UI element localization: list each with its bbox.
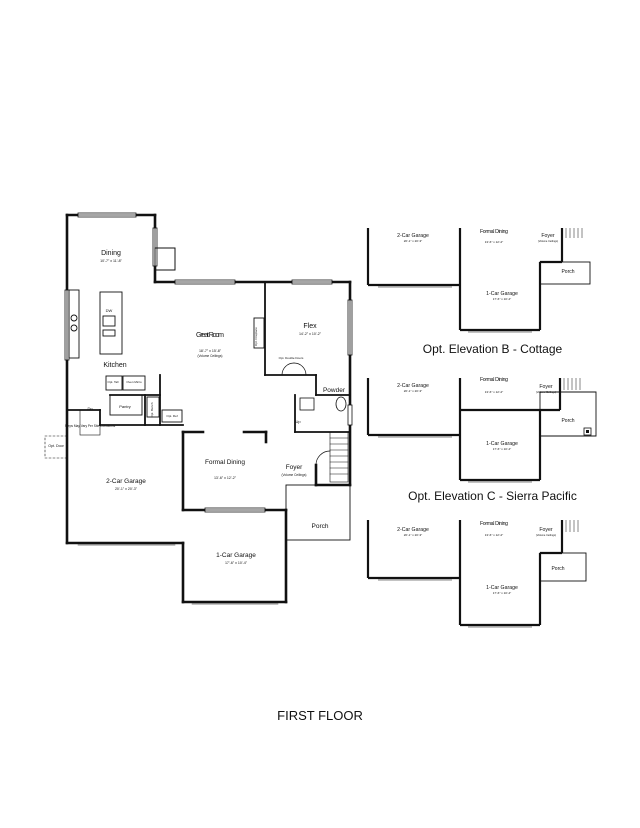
elev-b-note-foyer: (Volume Ceilings): [538, 239, 558, 243]
main-floor-plan: [44, 212, 353, 605]
kitchen-fixtures: [68, 289, 183, 423]
dn-label: Dn: [87, 406, 92, 411]
elev-d-label-foyer: Foyer: [539, 527, 553, 533]
room-label-flex: Flex: [303, 323, 317, 330]
room-label-formal-dining: Formal Dining: [205, 459, 245, 466]
room-dim-2-car-garage: 20'-1" x 20'-3": [115, 487, 138, 491]
opt-bench-label: Opt. Bench: [150, 402, 154, 417]
exterior-walls: [65, 213, 352, 604]
elev-c-dim-formal-dining: 13'-6" x 12'-2": [485, 390, 503, 394]
room-dim-formal-dining: 13'-6" x 12'-2": [214, 476, 237, 480]
elev-d-label-porch: Porch: [551, 566, 564, 572]
oven-micro-label: Oven Micro: [126, 380, 142, 384]
elev-b-label-1-car-garage: 1-Car Garage: [486, 291, 518, 297]
elev-b-dim-2-car-garage: 20'-1" x 20'-3": [404, 239, 422, 243]
elev-d-label-formal-dining: Formal Dining: [480, 521, 508, 527]
room-note-great-room: (Volume Ceilings): [198, 354, 223, 358]
elev-b-label-porch: Porch: [561, 269, 574, 275]
elevation-b-plan: [366, 228, 591, 333]
room-label-dining: Dining: [101, 250, 121, 257]
elev-d-note-foyer: (Volume Ceilings): [536, 533, 556, 537]
room-label-porch: Porch: [312, 523, 329, 530]
floor-title: FIRST FLOOR: [277, 708, 363, 723]
elev-c-note-foyer: (Volume Ceilings): [536, 390, 556, 394]
elevation-b-caption: Opt. Elevation B - Cottage: [422, 342, 563, 356]
room-dim-dining: 10'-7" x 11'-8": [100, 259, 123, 263]
room-label-kitchen: Kitchen: [103, 362, 126, 369]
elev-d-dim-formal-dining: 13'-6" x 12'-2": [485, 533, 503, 537]
elev-c-label-foyer: Foyer: [539, 384, 553, 390]
room-dim-great-room: 18'-7" x 15'-8": [199, 349, 222, 353]
elev-c-label-porch: Porch: [561, 418, 574, 424]
windows: [64, 212, 353, 513]
elev-b-label-formal-dining: Formal Dining: [480, 229, 508, 235]
elevation-b-labels: 2-Car Garage 20'-1" x 20'-3" Formal Dini…: [397, 229, 575, 301]
elev-d-label-2-car-garage: 2-Car Garage: [397, 527, 429, 533]
opt-fireplace-label: Opt. Fireplace: [254, 327, 258, 346]
elev-c-label-2-car-garage: 2-Car Garage: [397, 383, 429, 389]
elev-d-dim-2-car-garage: 20'-1" x 20'-3": [404, 533, 422, 537]
elevation-c-caption: Opt. Elevation C - Sierra Pacific: [408, 489, 577, 503]
elevation-c-labels: 2-Car Garage 20'-1" x 20'-3" Formal Dini…: [397, 377, 575, 451]
room-label-2-car-garage: 2-Car Garage: [106, 478, 146, 485]
room-dim-1-car-garage: 17'-6" x 10'-4": [225, 561, 248, 565]
stairs: [329, 431, 349, 483]
room-label-pantry: Pantry: [119, 404, 131, 409]
room-dim-flex: 14'-2" x 10'-2": [299, 332, 322, 336]
elev-b-label-foyer: Foyer: [541, 233, 555, 239]
elev-d-label-1-car-garage: 1-Car Garage: [486, 585, 518, 591]
elevation-d-plan: [366, 520, 587, 628]
opt-door-label: Opt. Door: [48, 444, 64, 448]
opt-ref-label: Opt. Ref: [166, 414, 177, 418]
elev-c-label-formal-dining: Formal Dining: [480, 377, 508, 383]
elev-c-label-1-car-garage: 1-Car Garage: [486, 441, 518, 447]
opt-double-doors-label: Opt. Double Doors: [279, 356, 304, 360]
room-label-great-room: Great Room: [196, 332, 224, 339]
room-label-foyer: Foyer: [286, 464, 303, 471]
elevation-d-labels: 2-Car Garage 20'-1" x 20'-3" Formal Dini…: [397, 521, 565, 595]
elev-b-dim-formal-dining: 13'-6" x 12'-2": [485, 240, 503, 244]
elev-b-label-2-car-garage: 2-Car Garage: [397, 233, 429, 239]
elevation-c-plan: [366, 378, 597, 483]
room-note-foyer: (Volume Ceilings): [282, 473, 307, 477]
elev-d-dim-1-car-garage: 17'-6" x 10'-4": [493, 591, 511, 595]
room-label-powder: Powder: [323, 387, 346, 394]
up-label: Up: [295, 419, 301, 424]
elev-c-dim-1-car-garage: 17'-6" x 10'-4": [493, 447, 511, 451]
room-label-1-car-garage: 1-Car Garage: [216, 552, 256, 559]
steps-note-label: Steps May Vary Per Site Conditions: [65, 424, 116, 428]
opt-tall-label: Opt. Tall: [108, 380, 119, 384]
dishwasher-label: DW: [106, 308, 113, 313]
elev-b-dim-1-car-garage: 17'-6" x 10'-4": [493, 297, 511, 301]
elev-c-dim-2-car-garage: 20'-1" x 20'-3": [404, 389, 422, 393]
main-plan-labels: Dining 10'-7" x 11'-8" Kitchen DW Great …: [48, 250, 346, 565]
